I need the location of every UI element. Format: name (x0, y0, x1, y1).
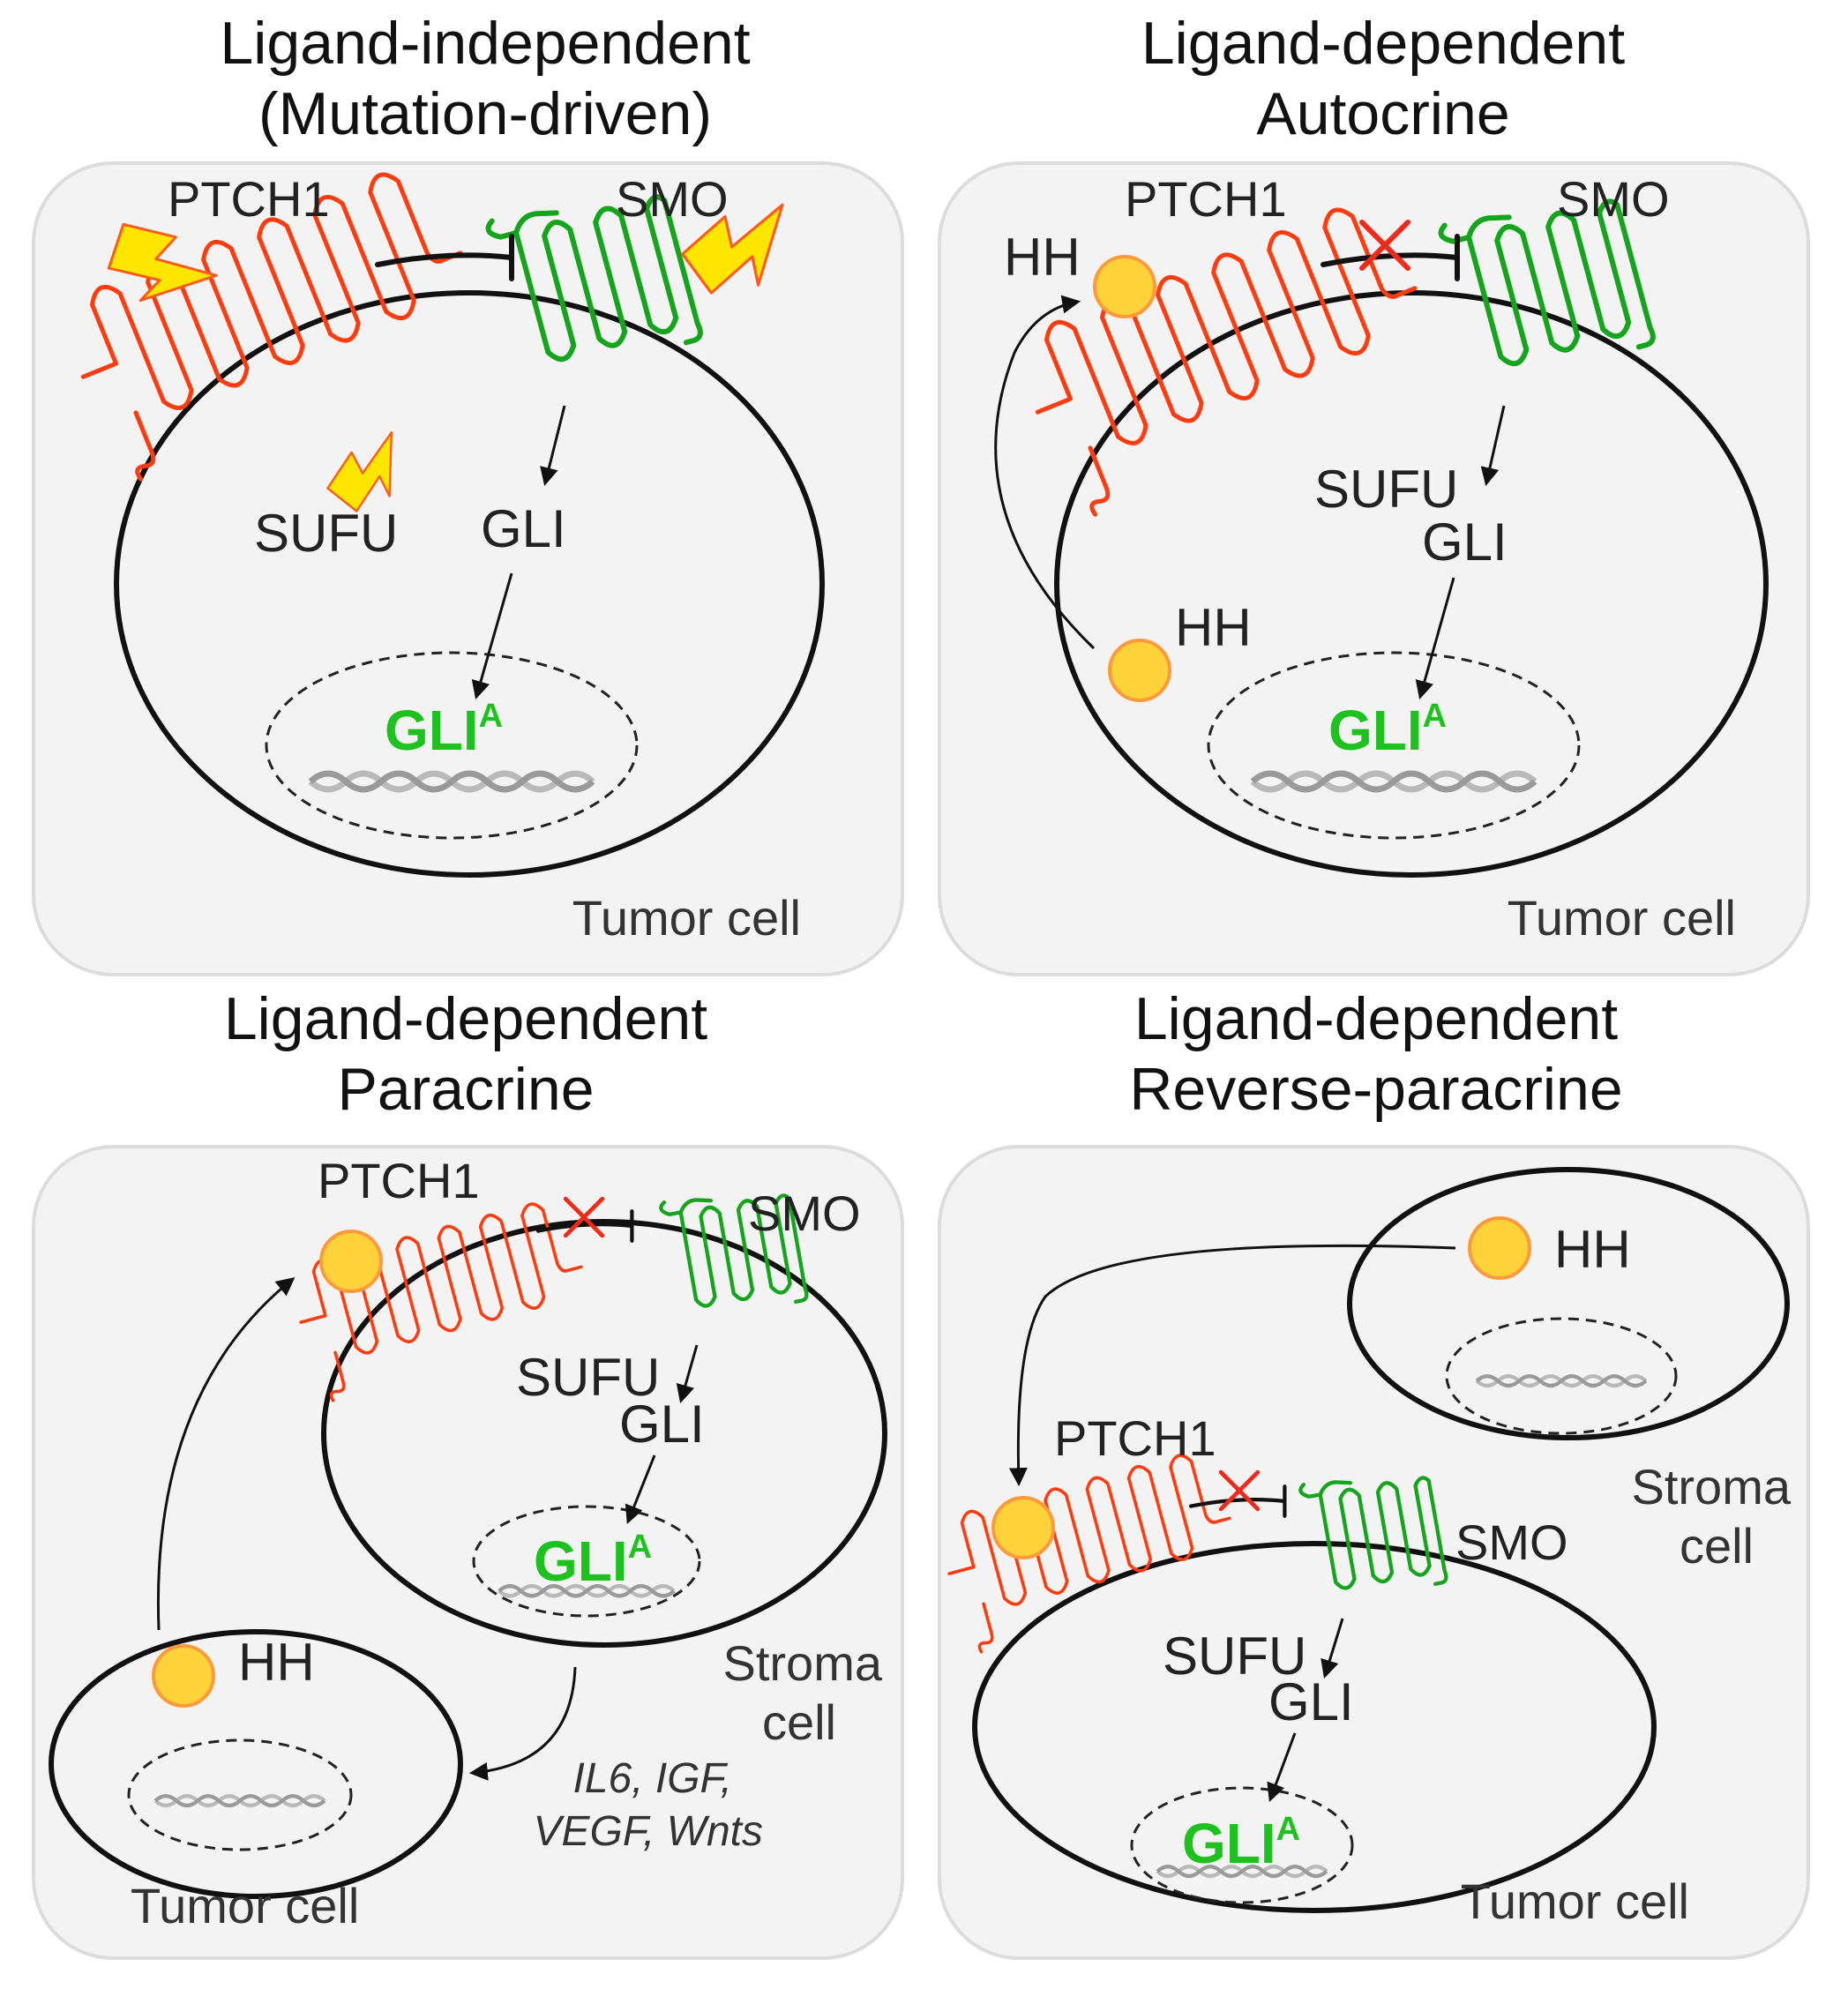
secreted-factors-label: IL6, IGF, (572, 1755, 732, 1802)
gli-label: GLI (1422, 512, 1508, 572)
nucleus (1445, 1317, 1678, 1435)
gli-active-label: GLIA (1328, 698, 1447, 762)
tumor-cell-label: Tumor cell (131, 1878, 359, 1933)
panel-paracrine: Ligand-dependent Paracrine PTCH1 SMO SUF… (32, 985, 904, 1960)
smo-label: SMO (616, 171, 729, 227)
arrow-gli-to-nucleus (625, 1454, 656, 1524)
arrow-smo-to-sufu (676, 1344, 699, 1404)
arrow-smo-to-gli (540, 405, 566, 487)
smo-label: SMO (748, 1185, 861, 1241)
tumor-cell-label: Tumor cell (1508, 890, 1736, 946)
gli-label: GLI (1268, 1672, 1354, 1731)
sufu-label: SUFU (1314, 460, 1458, 519)
panel-background (938, 1145, 1810, 1960)
tumor-cell-membrane (114, 290, 825, 878)
stroma-cell-membrane (1347, 1167, 1790, 1440)
hh-label: HH (1554, 1220, 1631, 1279)
sufu-label: SUFU (254, 504, 398, 563)
arrow-factors-to-tumor (468, 1666, 577, 1781)
nucleus (127, 1739, 353, 1851)
arrow-gli-to-nucleus (1267, 1732, 1297, 1802)
arrow-gli-to-nucleus (471, 572, 513, 700)
gli-label: GLI (619, 1395, 705, 1454)
hh-label: HH (1004, 228, 1081, 287)
arrow-gli-to-nucleus (1415, 577, 1455, 700)
nucleus (1207, 651, 1581, 840)
hh-ligand-icon (1468, 1216, 1531, 1280)
tumor-cell-label: Tumor cell (1461, 1873, 1689, 1929)
stroma-cell-label: cell (1680, 1518, 1754, 1574)
panel-background (938, 161, 1810, 976)
panel-background (32, 161, 904, 976)
hh-ligand-icon (1108, 639, 1171, 702)
hh-label: HH (238, 1633, 315, 1692)
stroma-cell-label: cell (762, 1694, 836, 1750)
tumor-cell-membrane (972, 1541, 1657, 1913)
arrow-smo-to-sufu (1480, 405, 1506, 487)
gli-active-label: GLIA (385, 698, 503, 762)
sufu-label: SUFU (516, 1348, 660, 1407)
tumor-cell-label: Tumor cell (572, 890, 801, 946)
arrow-smo-to-sufu (1321, 1618, 1344, 1679)
hh-ligand-icon (152, 1644, 215, 1708)
tumor-cell-membrane (49, 1629, 463, 1899)
hh-ligand-icon (991, 1496, 1055, 1559)
tumor-cell-membrane (1054, 290, 1769, 878)
nucleus (472, 1505, 701, 1618)
stroma-cell-label: Stroma (1632, 1459, 1792, 1514)
gli-active-label: GLIA (534, 1529, 652, 1593)
panel-title-line1: Ligand-independent (220, 10, 750, 77)
stroma-cell-label: Stroma (723, 1635, 883, 1691)
ptch1-label: PTCH1 (318, 1153, 480, 1208)
hh-ligand-icon (1093, 255, 1156, 318)
hh-ligand-icon (319, 1230, 383, 1293)
arrow-hh-to-stroma (156, 1277, 296, 1631)
hh-label: HH (1175, 598, 1252, 657)
nucleus (1130, 1786, 1354, 1904)
panel-ligand-independent: Ligand-independent (Mutation-driven) PTC… (32, 10, 904, 976)
panel-background (32, 1145, 904, 1960)
sufu-label: SUFU (1163, 1626, 1306, 1686)
gli-label: GLI (481, 499, 566, 558)
panel-title-line1: Ligand-dependent (224, 985, 707, 1052)
panel-title-line2: Autocrine (1256, 80, 1509, 147)
panel-reverse-paracrine: Ligand-dependent Reverse-paracrine HH St… (933, 985, 1810, 1960)
ptch1-label: PTCH1 (1125, 171, 1287, 227)
panel-title-line2: Paracrine (337, 1056, 594, 1123)
arrow-autocrine-loop (994, 295, 1096, 650)
panel-title-line1: Ligand-dependent (1141, 10, 1625, 77)
ptch1-label: PTCH1 (168, 171, 330, 227)
panel-title-line2: (Mutation-driven) (258, 80, 712, 147)
secreted-factors-label: VEGF, Wnts (533, 1808, 763, 1855)
panel-title-line1: Ligand-dependent (1134, 985, 1618, 1052)
smo-label: SMO (1557, 171, 1670, 227)
smo-label: SMO (1455, 1514, 1568, 1570)
panel-title-line2: Reverse-paracrine (1129, 1056, 1622, 1123)
gli-active-label: GLIA (1182, 1811, 1300, 1875)
ptch1-label: PTCH1 (1054, 1410, 1216, 1466)
panel-autocrine: Ligand-dependent Autocrine PTCH1 SMO HH … (938, 10, 1810, 976)
arrow-hh-to-tumor (1008, 1244, 1456, 1487)
nucleus (265, 651, 639, 840)
stroma-cell-membrane (321, 1219, 887, 1648)
